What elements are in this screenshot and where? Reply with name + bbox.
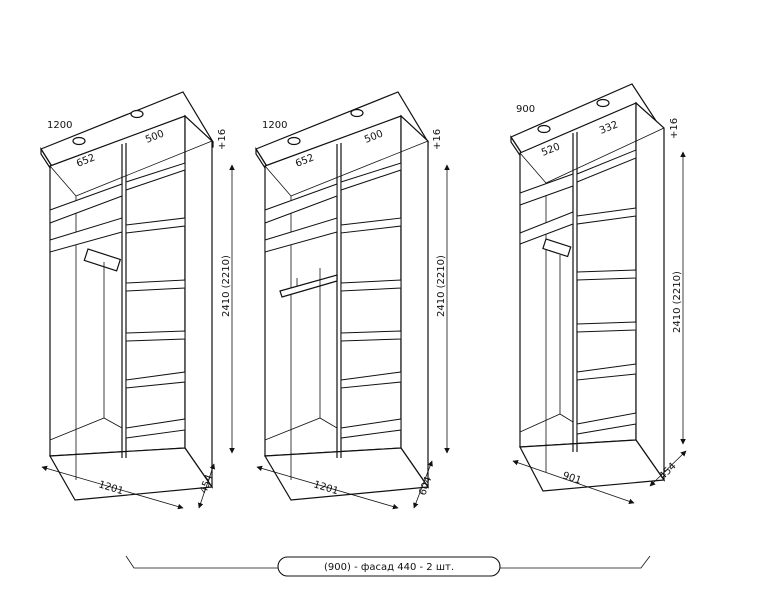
side-panel [635,101,665,482]
lamp-icon [287,136,301,146]
top-ext-label: +16 [432,129,443,150]
lamp-icon [537,124,551,134]
height-label: 2410 (2210) [221,255,232,317]
width-label: 1200 [262,120,287,131]
wardrobe-3: 900 520 332 +16 2410 (2210) 901 454 [510,83,687,504]
lamp-icon [596,98,610,108]
height-label: 2410 (2210) [672,271,683,333]
lamp-icon [72,136,86,146]
top-ext-label: +16 [217,129,228,150]
width-label: 900 [516,104,535,115]
lamp-icon [350,108,364,118]
height-label: 2410 (2210) [436,255,447,317]
caption-label: (900) - фасад 440 - 2 шт. [324,562,454,573]
top-ext-label: +16 [669,118,680,139]
side-panel [184,114,213,489]
pull-out-hanger [279,274,338,298]
width-label: 1200 [47,120,72,131]
wardrobe-2: 1200 652 500 +16 2410 (2210) 1201 604 [255,91,450,510]
caption-bracket: (900) - фасад 440 - 2 шт. [125,555,651,577]
hanger-rail [542,238,572,258]
hanger-rail [83,248,122,272]
side-panel [400,114,429,489]
lamp-icon [130,109,144,119]
wardrobe-1: 1200 652 500 +16 2410 (2210) 1201 454 [40,91,235,510]
